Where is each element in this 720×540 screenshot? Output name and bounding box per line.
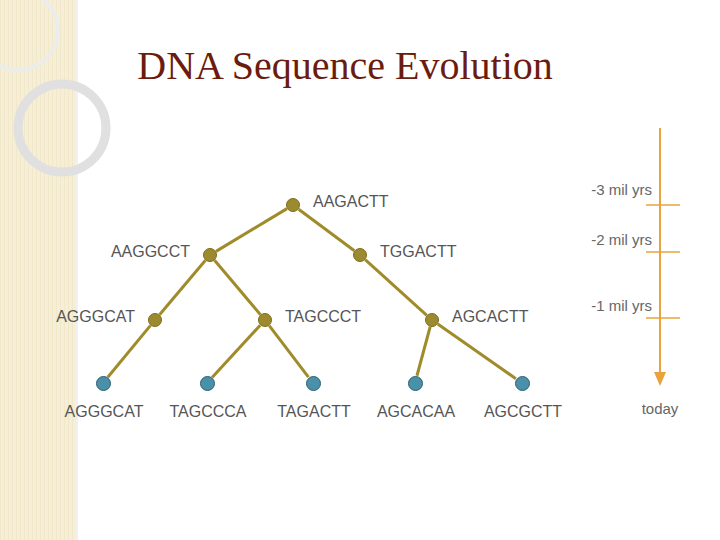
leaf-node: TAGCCCA <box>200 376 215 391</box>
branch-line <box>212 325 260 377</box>
timeline-arrowhead <box>654 372 666 386</box>
branch-line <box>365 260 427 316</box>
timeline-tick <box>646 251 680 253</box>
sequence-label: TAGCCCA <box>169 403 246 421</box>
leaf-node: AGGGCAT <box>96 376 111 391</box>
branch-line <box>108 325 151 377</box>
branch-stroke <box>269 326 308 377</box>
sequence-label: AAGGCCT <box>111 243 190 261</box>
branch-line <box>417 327 430 376</box>
branch-stroke <box>212 325 260 377</box>
ancestor-node: AAGGCCT <box>203 248 217 262</box>
sequence-label: AGCACAA <box>377 403 455 421</box>
branch-line <box>299 209 355 251</box>
timeline-tick <box>646 204 680 206</box>
timeline-axis <box>659 128 661 374</box>
sequence-label: AGCGCTT <box>484 403 562 421</box>
ancestor-node: TAGCCCT <box>258 313 272 327</box>
sequence-label: TAGACTT <box>277 403 350 421</box>
ancestor-node: AAGACTT <box>286 198 300 212</box>
band-edge <box>77 0 78 540</box>
branch-line <box>216 209 287 252</box>
slide-title: DNA Sequence Evolution <box>75 42 615 89</box>
sequence-label: AGGGCAT <box>56 308 135 326</box>
leaf-node: TAGACTT <box>306 376 321 391</box>
leaf-node: AGCACAA <box>408 376 423 391</box>
sequence-label: TGGACTT <box>380 243 456 261</box>
sequence-label: AGCACTT <box>452 308 528 326</box>
deco-ring <box>0 0 58 70</box>
sequence-label: AAGACTT <box>313 193 389 211</box>
branch-stroke <box>216 209 287 252</box>
sequence-label: AGGGCAT <box>65 403 144 421</box>
ancestor-node: AGCACTT <box>425 313 439 327</box>
time-label: -3 mil yrs <box>591 181 652 199</box>
timeline-tick <box>646 317 680 319</box>
branch-stroke <box>417 327 430 376</box>
branch-line <box>438 324 516 379</box>
time-label: -2 mil yrs <box>591 231 652 249</box>
branch-stroke <box>160 260 206 314</box>
deco-ring <box>18 84 106 172</box>
time-label: today <box>642 400 679 418</box>
branch-stroke <box>438 324 516 379</box>
branch-stroke <box>215 260 261 314</box>
ancestor-node: TGGACTT <box>353 248 367 262</box>
ancestor-node: AGGGCAT <box>148 313 162 327</box>
branch-stroke <box>365 260 427 316</box>
leaf-node: AGCGCTT <box>515 376 530 391</box>
sequence-label: TAGCCCT <box>285 308 361 326</box>
time-label: -1 mil yrs <box>591 297 652 315</box>
branch-line <box>160 260 206 314</box>
branch-stroke <box>299 209 355 251</box>
branch-line <box>269 326 308 377</box>
branch-line <box>215 260 261 314</box>
branch-stroke <box>108 325 151 377</box>
